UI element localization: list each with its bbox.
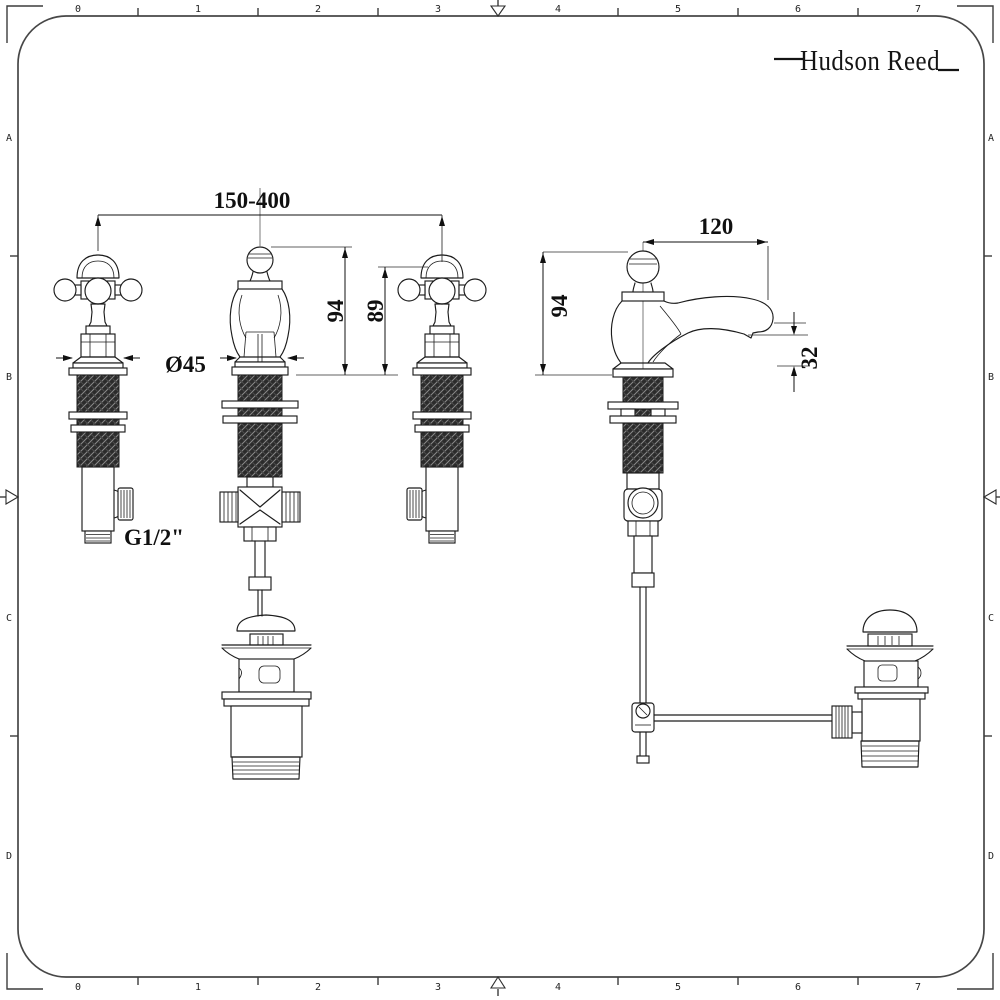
row-left-b: B	[6, 372, 12, 383]
ruler-bottom-7: 7	[915, 982, 921, 993]
ruler-bottom-3: 3	[435, 982, 441, 993]
popup-linkage	[631, 702, 833, 733]
ruler-top-4: 4	[555, 4, 561, 15]
side-dimensions: 94 120 32	[535, 214, 822, 392]
row-labels-right: A B C D	[984, 133, 994, 862]
sheet-border	[6, 5, 994, 990]
ruler-top-5: 5	[675, 4, 681, 15]
row-labels-left: A B C D	[6, 133, 18, 862]
ruler-top: 0 1 2 3 4 5 6 7	[75, 4, 921, 16]
ruler-bottom-4: 4	[555, 982, 561, 993]
side-popup-waste	[831, 609, 934, 768]
front-center-spout	[219, 188, 301, 617]
side-view: 94 120 32	[535, 214, 934, 768]
ruler-top-2: 2	[315, 4, 321, 15]
dim-outlet-drop: 32	[797, 347, 822, 370]
ruler-top-7: 7	[915, 4, 921, 15]
ruler-top-6: 6	[795, 4, 801, 15]
row-right-b: B	[988, 372, 994, 383]
ruler-top-3: 3	[435, 4, 441, 15]
dim-base-diameter: Ø45	[165, 352, 206, 377]
row-left-c: C	[6, 613, 12, 624]
row-right-d: D	[988, 851, 994, 862]
dim-reach: 120	[699, 214, 734, 239]
brand-logo: Hudson Reed	[774, 46, 959, 77]
row-right-c: C	[988, 613, 994, 624]
dim-centers-distance: 150-400	[214, 188, 291, 213]
ruler-bottom: 0 1 2 3 4 5 6 7	[75, 977, 921, 993]
ruler-bottom-6: 6	[795, 982, 801, 993]
front-view: 150-400 94 89 Ø45	[53, 188, 487, 780]
ruler-bottom-0: 0	[75, 982, 81, 993]
ruler-top-0: 0	[75, 4, 81, 15]
row-left-d: D	[6, 851, 12, 862]
label-thread-size: G1/2"	[124, 525, 184, 550]
front-dimensions: 150-400 94 89 Ø45	[56, 188, 445, 550]
ruler-bottom-5: 5	[675, 982, 681, 993]
ruler-bottom-2: 2	[315, 982, 321, 993]
side-tap	[607, 242, 774, 764]
row-right-a: A	[988, 133, 994, 144]
dim-height-side: 94	[547, 294, 572, 318]
front-tap-left	[53, 254, 143, 544]
front-tap-right	[397, 254, 487, 544]
ruler-bottom-1: 1	[195, 982, 201, 993]
row-left-a: A	[6, 133, 12, 144]
ruler-top-1: 1	[195, 4, 201, 15]
dim-spout-height-front: 94	[323, 299, 348, 323]
front-popup-waste	[221, 614, 312, 780]
brand-text: Hudson Reed	[800, 46, 940, 77]
dim-handle-height: 89	[363, 300, 388, 323]
